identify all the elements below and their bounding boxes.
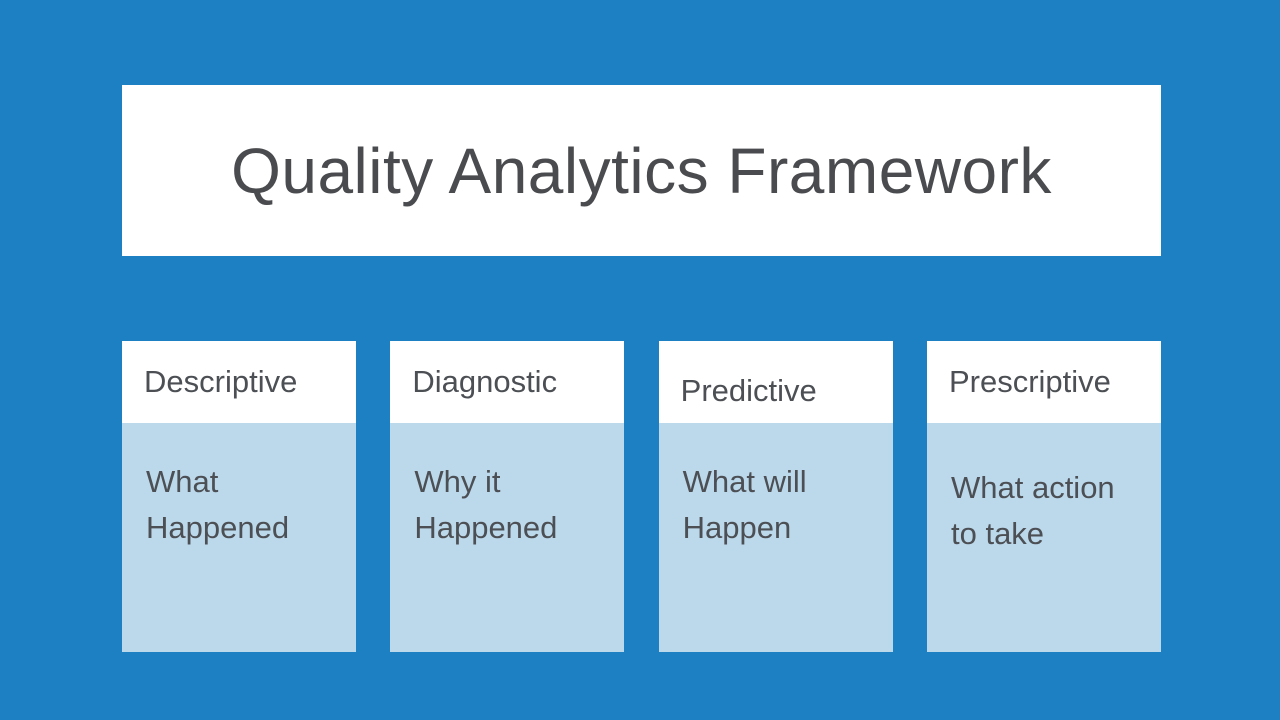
card-predictive-header: Predictive — [658, 341, 893, 423]
card-heading: Predictive — [680, 373, 817, 408]
card-descriptive-body: What Happened — [122, 423, 356, 652]
card-diagnostic: Diagnostic Why it Happened — [390, 341, 625, 652]
card-prescriptive-header: Prescriptive — [926, 341, 1161, 423]
card-diagnostic-header: Diagnostic — [390, 341, 625, 423]
card-heading: Prescriptive — [948, 364, 1111, 399]
page-title: Quality Analytics Framework — [231, 134, 1052, 207]
analytics-cards-row: Descriptive What Happened Diagnostic Why… — [122, 341, 1161, 652]
card-descriptive: Descriptive What Happened — [122, 341, 356, 652]
card-predictive-body: What will Happen — [658, 423, 893, 652]
card-prescriptive: Prescriptive What action to take — [926, 341, 1161, 652]
card-heading: Descriptive — [144, 364, 298, 399]
title-banner: Quality Analytics Framework — [122, 85, 1161, 256]
card-descriptive-header: Descriptive — [122, 341, 356, 423]
card-description: What Happened — [146, 464, 290, 545]
card-description: What action to take — [950, 470, 1115, 551]
card-heading: Diagnostic — [412, 364, 558, 399]
card-description: What will Happen — [682, 464, 807, 545]
card-diagnostic-body: Why it Happened — [390, 423, 625, 652]
card-description: Why it Happened — [414, 464, 558, 545]
card-predictive: Predictive What will Happen — [658, 341, 893, 652]
card-prescriptive-body: What action to take — [926, 423, 1161, 652]
